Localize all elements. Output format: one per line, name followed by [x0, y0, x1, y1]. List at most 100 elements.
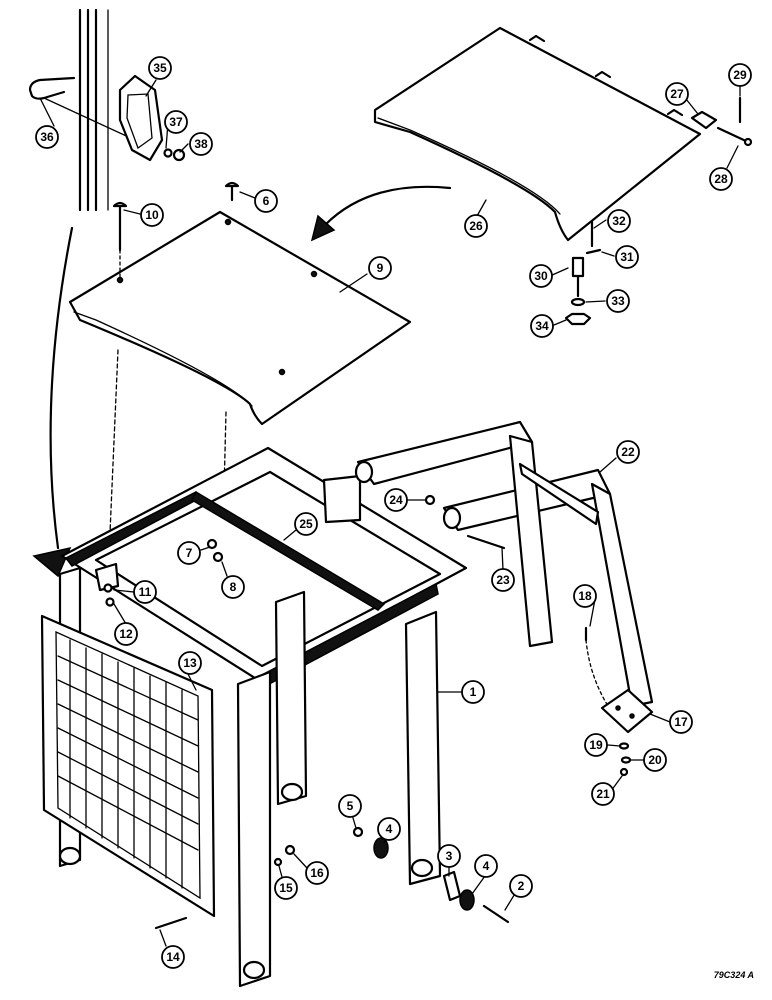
- svg-text:37: 37: [169, 115, 183, 129]
- callout-28: 28: [709, 167, 733, 191]
- callout-36: 36: [35, 125, 59, 149]
- svg-text:20: 20: [648, 753, 662, 767]
- grille-13: [40, 614, 216, 918]
- callout-23: 23: [491, 568, 515, 592]
- callout-19: 19: [584, 733, 608, 757]
- svg-text:1: 1: [470, 685, 477, 699]
- svg-text:22: 22: [621, 445, 635, 459]
- pin-3: [442, 870, 462, 902]
- svg-text:5: 5: [347, 799, 354, 813]
- nut-12: [105, 597, 115, 607]
- svg-text:3: 3: [446, 849, 453, 863]
- svg-text:32: 32: [612, 214, 626, 228]
- svg-text:26: 26: [469, 219, 483, 233]
- svg-text:19: 19: [589, 738, 603, 752]
- callout-34: 34: [530, 314, 554, 338]
- svg-text:23: 23: [496, 573, 510, 587]
- svg-text:30: 30: [534, 269, 548, 283]
- bracket-35: [118, 74, 164, 162]
- bolt-2: [482, 904, 510, 924]
- curved-arrow-right: [310, 185, 452, 242]
- nut-5: [352, 826, 364, 838]
- nut-8: [212, 551, 224, 563]
- pin-31: [585, 248, 602, 255]
- latch-27: [690, 110, 718, 130]
- svg-text:27: 27: [670, 87, 684, 101]
- curved-arrow-left: [32, 226, 74, 578]
- fastener-30: [571, 256, 585, 298]
- post-fragments: [78, 8, 109, 212]
- callout-21: 21: [591, 782, 615, 806]
- callout-26: 26: [464, 214, 488, 238]
- svg-text:21: 21: [596, 787, 610, 801]
- callout-29: 29: [728, 63, 752, 87]
- nut-11: [103, 583, 113, 593]
- callout-11: 11: [133, 580, 157, 604]
- callout-9: 9: [368, 256, 392, 280]
- callout-33: 33: [606, 289, 630, 313]
- svg-text:13: 13: [183, 656, 197, 670]
- pin-28: [716, 126, 753, 147]
- callout-32: 32: [607, 209, 631, 233]
- callout-3: 3: [437, 844, 461, 868]
- callout-12: 12: [114, 622, 138, 646]
- callout-17: 17: [669, 710, 693, 734]
- callout-10: 10: [140, 203, 164, 227]
- callout-13: 13: [178, 651, 202, 675]
- nut-21: [619, 767, 629, 777]
- seat-panel-9: [68, 210, 412, 426]
- screw-6: [224, 181, 240, 202]
- svg-text:7: 7: [186, 546, 193, 560]
- drawing-code-label: 79C324 A: [713, 970, 754, 980]
- svg-text:17: 17: [674, 715, 688, 729]
- callout-5: 5: [338, 794, 362, 818]
- wing-nut-34: [564, 312, 592, 326]
- svg-text:12: 12: [119, 627, 133, 641]
- svg-text:4: 4: [386, 822, 393, 836]
- washer-33: [570, 297, 586, 307]
- svg-text:9: 9: [377, 261, 384, 275]
- bolt-14: [154, 916, 188, 930]
- washer-20: [620, 756, 632, 764]
- callout-38: 38: [189, 132, 213, 156]
- callout-31: 31: [615, 245, 639, 269]
- svg-text:38: 38: [194, 137, 208, 151]
- callout-22: 22: [616, 440, 640, 464]
- nut-38: [172, 148, 186, 162]
- svg-text:18: 18: [578, 589, 592, 603]
- callout-16: 16: [305, 861, 329, 885]
- washer-19: [618, 742, 630, 750]
- roller-4b: [459, 889, 475, 911]
- callout-18: 18: [573, 584, 597, 608]
- callout-15: 15: [274, 876, 298, 900]
- svg-text:15: 15: [279, 881, 293, 895]
- svg-text:33: 33: [611, 294, 625, 308]
- svg-text:25: 25: [299, 517, 313, 531]
- callout-25: 25: [294, 512, 318, 536]
- callout-4a: 4: [377, 817, 401, 841]
- svg-text:10: 10: [145, 208, 159, 222]
- nut-24: [424, 494, 436, 506]
- callout-4b: 4: [474, 854, 498, 878]
- cover-26: [373, 26, 702, 242]
- svg-text:28: 28: [714, 172, 728, 186]
- callout-1: 1: [461, 680, 485, 704]
- svg-text:29: 29: [733, 68, 747, 82]
- nut-16: [284, 844, 296, 856]
- svg-text:16: 16: [310, 866, 324, 880]
- svg-text:8: 8: [230, 580, 237, 594]
- callout-8: 8: [221, 575, 245, 599]
- callout-2: 2: [509, 874, 533, 898]
- svg-text:35: 35: [153, 61, 167, 75]
- callout-27: 27: [665, 82, 689, 106]
- callout-20: 20: [643, 748, 667, 772]
- bracket-22: [354, 420, 654, 708]
- svg-text:31: 31: [620, 250, 634, 264]
- svg-text:2: 2: [518, 879, 525, 893]
- callout-37: 37: [164, 110, 188, 134]
- svg-text:4: 4: [483, 859, 490, 873]
- callout-30: 30: [529, 264, 553, 288]
- bolt-10: [112, 201, 128, 281]
- callout-24: 24: [384, 488, 408, 512]
